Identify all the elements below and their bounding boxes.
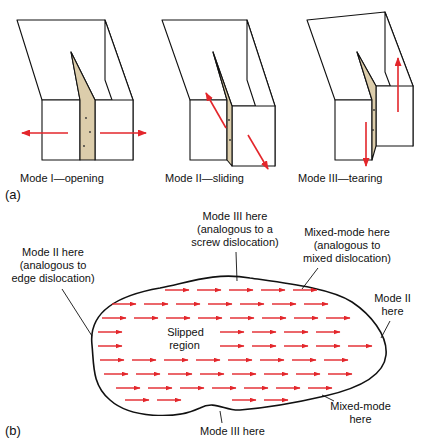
slip-arrow	[296, 373, 320, 374]
slip-arrow	[348, 345, 372, 346]
slip-arrow	[112, 303, 136, 304]
slip-arrow	[144, 303, 168, 304]
callout-label: Mixed-mode here (analogous to mixed disl…	[300, 226, 394, 265]
leader-lines	[62, 252, 390, 423]
load-arrows	[22, 58, 398, 169]
slip-arrow	[168, 373, 192, 374]
mode-two-block	[162, 20, 275, 166]
mode-one-block	[17, 20, 133, 160]
slip-arrow	[261, 289, 285, 290]
mode-caption: Mode III—tearing	[298, 172, 382, 185]
slip-arrow	[272, 303, 296, 304]
callout-label: Mode III here	[200, 425, 265, 438]
part-letter: (b)	[5, 424, 21, 437]
slip-arrow	[208, 303, 232, 304]
slip-arrow	[220, 331, 244, 332]
slip-arrow	[252, 331, 276, 332]
slip-arrow	[229, 289, 253, 290]
slip-arrow	[148, 387, 172, 388]
mode-three-block	[307, 12, 413, 160]
slip-arrow	[240, 303, 264, 304]
slip-arrow	[316, 345, 340, 346]
slip-arrow	[232, 373, 256, 374]
slip-arrow	[176, 303, 200, 304]
slip-arrow	[276, 387, 300, 388]
slip-arrow	[197, 289, 221, 290]
region-text: Slipped region	[166, 326, 204, 351]
slip-arrow	[136, 373, 160, 374]
mode-caption: Mode II—sliding	[165, 172, 244, 185]
slip-arrow	[294, 317, 318, 318]
slip-arrow	[228, 359, 252, 360]
slip-arrow	[180, 387, 204, 388]
slip-arrow	[316, 331, 340, 332]
slip-arrow	[196, 359, 220, 360]
slip-arrow	[292, 359, 316, 360]
region-label: Slipped region	[160, 326, 210, 352]
slip-arrow	[200, 373, 224, 374]
slip-arrow	[165, 289, 189, 290]
slip-arrow	[212, 387, 236, 388]
slip-arrow	[134, 317, 158, 318]
callout-label: Mode III here (analogous to a screw disl…	[185, 210, 285, 249]
slip-arrow	[98, 345, 122, 346]
part-letter: (a)	[5, 188, 21, 201]
slip-arrow	[304, 303, 328, 304]
slip-arrow	[98, 331, 122, 332]
slip-arrow	[244, 387, 268, 388]
slip-arrow	[125, 399, 149, 400]
slip-arrow	[157, 399, 181, 400]
slip-arrow	[264, 399, 288, 400]
slip-arrow	[326, 317, 350, 318]
slip-arrow	[100, 359, 124, 360]
slip-arrow	[262, 317, 286, 318]
callout-label: Mixed-mode here	[328, 400, 393, 426]
slip-arrow	[324, 359, 348, 360]
slip-arrow	[308, 387, 332, 388]
slipped-region: Slipped region	[86, 270, 392, 416]
mode-caption: Mode I—opening	[20, 172, 104, 185]
slip-arrow	[264, 373, 288, 374]
slip-arrow	[293, 289, 317, 290]
callout-label: Mode II here	[370, 292, 415, 318]
slip-arrow	[166, 317, 190, 318]
slip-arrow	[284, 331, 308, 332]
slip-arrow	[104, 373, 128, 374]
slip-arrow	[198, 317, 222, 318]
slip-arrow	[230, 317, 254, 318]
region-outline	[86, 270, 392, 416]
crack-dots	[83, 109, 375, 147]
slip-arrow	[220, 345, 244, 346]
slip-arrow	[260, 359, 284, 360]
slip-arrow	[328, 373, 352, 374]
slip-arrow	[232, 399, 256, 400]
slip-arrow	[284, 345, 308, 346]
slip-arrow	[132, 359, 156, 360]
region-outline	[92, 276, 386, 415]
slip-arrow	[164, 359, 188, 360]
slip-arrow	[252, 345, 276, 346]
slip-arrow	[102, 317, 126, 318]
slip-arrow	[116, 387, 140, 388]
callout-label: Mode II here (analogous to edge dislocat…	[8, 246, 98, 285]
